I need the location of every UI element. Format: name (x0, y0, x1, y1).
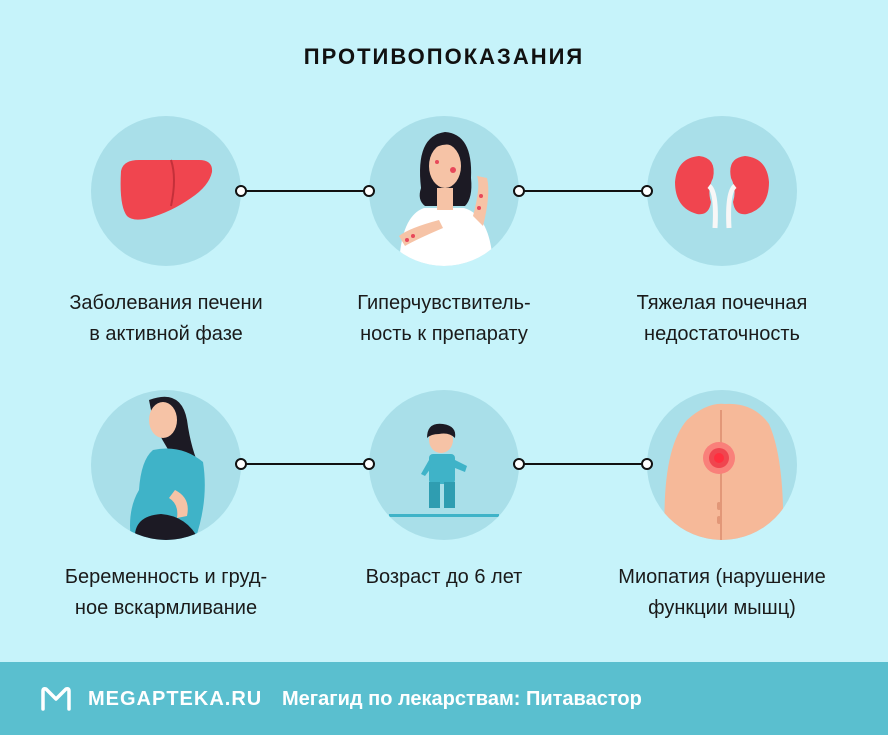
kidney-circle (647, 116, 797, 266)
page-title: ПРОТИВОПОКАЗАНИЯ (303, 44, 585, 69)
label-hypersensitivity: Гиперчувствитель- ность к препарату (357, 292, 531, 345)
connector-row1-right (513, 185, 653, 197)
megapteka-logo-icon (41, 687, 71, 711)
liver-circle (91, 116, 241, 266)
child-circle (369, 390, 519, 540)
child-icon (389, 423, 499, 517)
pregnant-woman-icon (130, 396, 205, 540)
label-pregnancy: Беременность и груд- ное вскармливание (64, 566, 268, 619)
footer: MEGAPTEKA.RU Мегагид по лекарствам: Пита… (0, 662, 888, 735)
footer-brand[interactable]: MEGAPTEKA.RU (88, 688, 263, 710)
connector-row2-left (235, 458, 375, 470)
label-liver-disease: Заболевания печени в активной фазе (69, 292, 263, 345)
footer-caption: Мегагид по лекарствам: Питавастор (282, 688, 642, 710)
myopathy-circle (647, 390, 797, 540)
connector-row1-left (235, 185, 375, 197)
liver-icon (120, 159, 213, 220)
label-myopathy: Миопатия (нарушение функции мышц) (618, 566, 826, 619)
pregnancy-circle (91, 390, 241, 540)
kidneys-icon (675, 156, 769, 229)
label-renal-failure: Тяжелая почечная недостаточность (636, 292, 808, 345)
connector-row2-right (513, 458, 653, 470)
label-age-limit: Возраст до 6 лет (365, 566, 523, 588)
hypersensitivity-circle (369, 116, 519, 266)
allergic-woman-icon (399, 132, 493, 266)
back-pain-icon (664, 403, 784, 540)
